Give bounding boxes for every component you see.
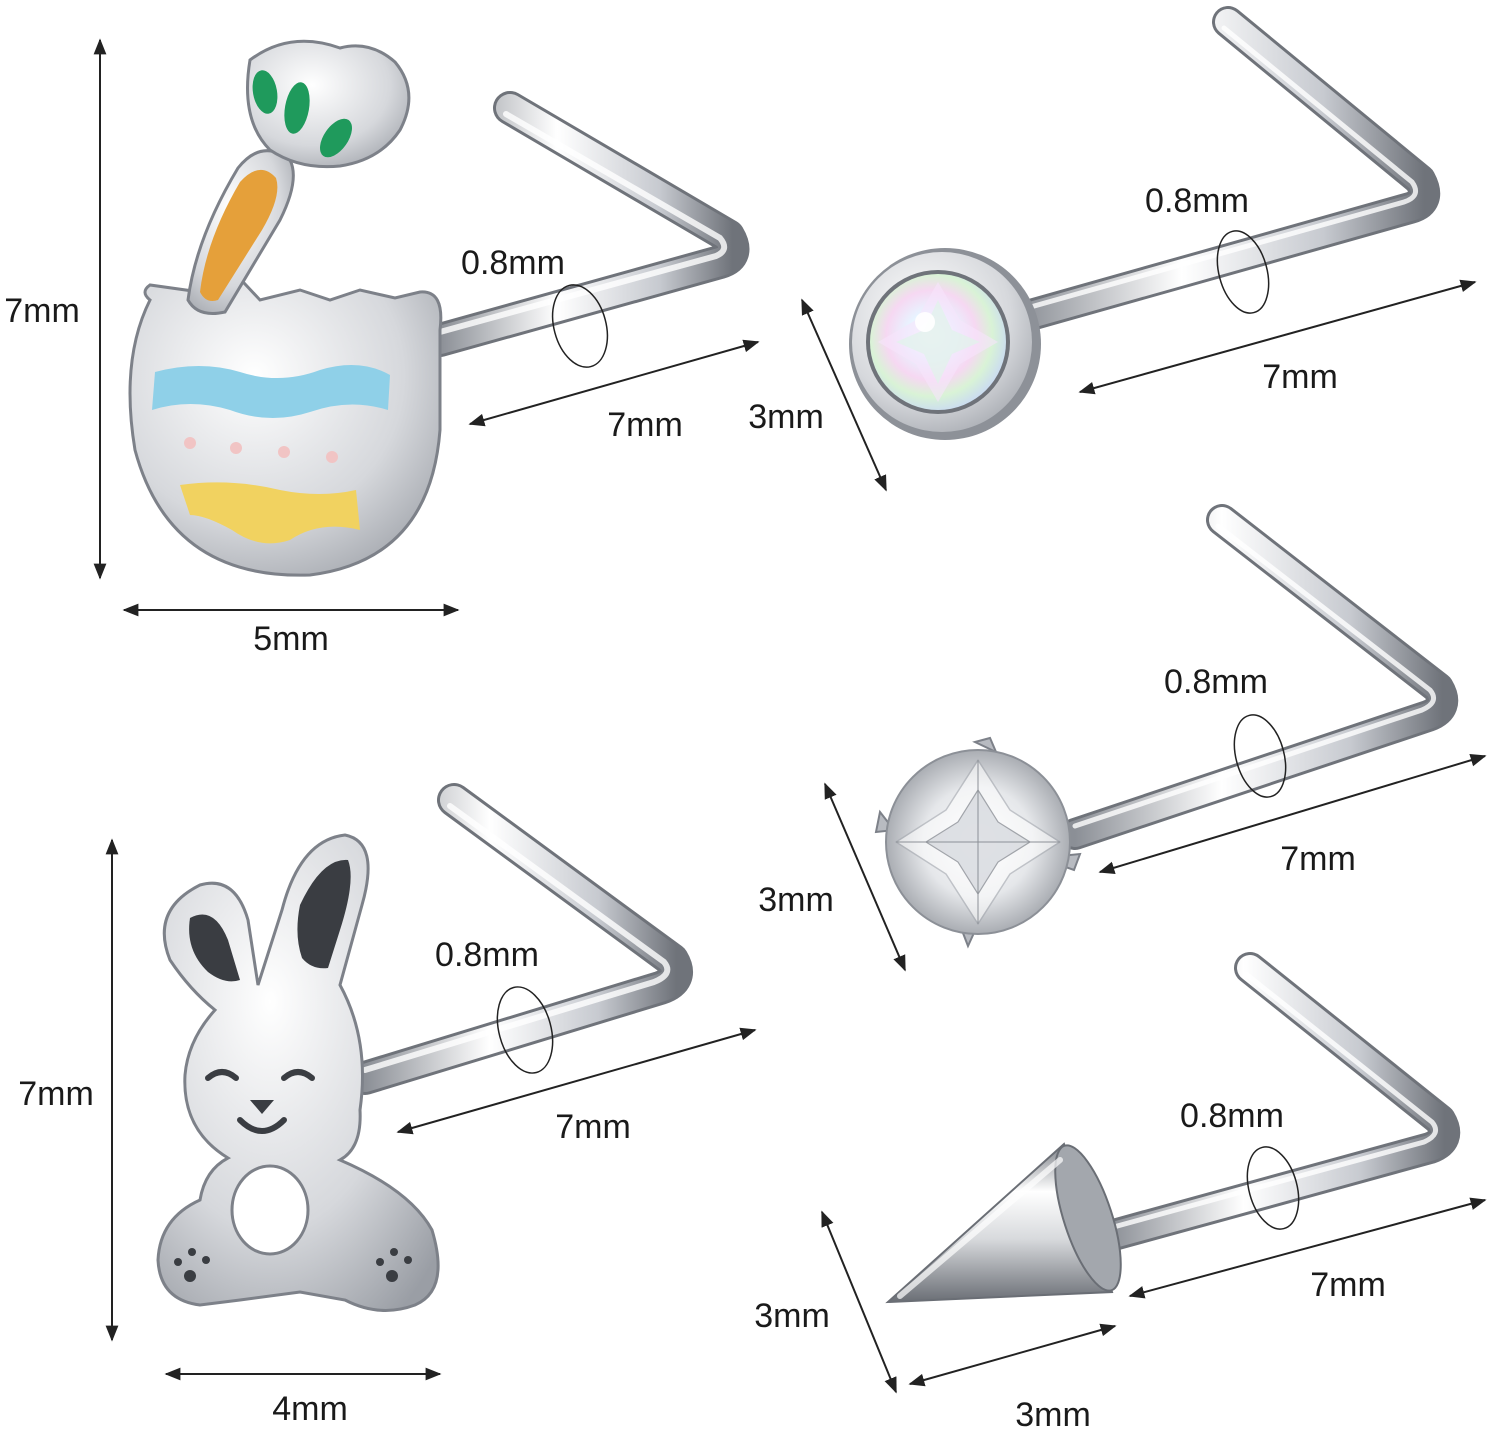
cz-diameter-dimension: 3mm: [758, 782, 906, 972]
spike-nose-stud: 0.8mm 7mm 3mm 3mm: [754, 952, 1487, 1434]
egg-nose-stud: 7mm 5mm 0.8mm 7mm: [4, 38, 760, 658]
bunny-height-dimension: 7mm: [18, 838, 119, 1342]
cz-diameter-label: 3mm: [758, 881, 834, 919]
spike-cone-icon: [885, 1142, 1122, 1304]
spike-base-dimension: 3mm: [908, 1323, 1117, 1434]
bunny-nose-stud: 7mm 4mm 0.8mm 7mm: [18, 783, 757, 1428]
egg-length-dimension: 7mm: [468, 339, 760, 444]
spike-length-dimension: 7mm: [1128, 1197, 1487, 1304]
spike-diameter-dimension: 3mm: [754, 1210, 897, 1394]
cz-gauge-label: 0.8mm: [1164, 663, 1268, 701]
egg-length-label: 7mm: [607, 406, 683, 444]
bunny-width-dimension: 4mm: [164, 1367, 442, 1428]
egg-gauge-dimension: 0.8mm: [461, 244, 609, 368]
spike-gauge-dimension: 0.8mm: [1180, 1097, 1300, 1230]
bunny-icon: [156, 833, 440, 1312]
cz-length-dimension: 7mm: [1098, 754, 1487, 878]
egg-width-label: 5mm: [253, 620, 329, 658]
opal-length-label: 7mm: [1262, 358, 1338, 396]
egg-height-label: 7mm: [4, 292, 80, 330]
bunny-l-post: [348, 783, 693, 1095]
spike-base-label: 3mm: [1015, 1396, 1091, 1431]
egg-gauge-label: 0.8mm: [461, 244, 565, 282]
bunny-length-dimension: 7mm: [396, 1027, 757, 1146]
bunny-height-label: 7mm: [18, 1075, 94, 1113]
cz-l-post: [1059, 504, 1459, 850]
spike-l-post: [1094, 952, 1461, 1252]
opal-nose-stud: 0.8mm 7mm 3mm: [748, 6, 1477, 492]
spike-length-label: 7mm: [1310, 1266, 1386, 1304]
bunny-gauge-dimension: 0.8mm: [435, 936, 554, 1074]
easter-egg-carrot-icon: [128, 39, 443, 577]
bunny-gauge-label: 0.8mm: [435, 936, 539, 974]
egg-width-dimension: 5mm: [122, 603, 460, 658]
opal-gem-icon: [849, 248, 1041, 440]
spike-gauge-label: 0.8mm: [1180, 1097, 1284, 1135]
egg-l-post: [423, 91, 750, 357]
cz-nose-stud: 0.8mm 7mm 3mm: [758, 504, 1487, 972]
clear-cz-gem-icon: [874, 736, 1082, 949]
opal-diameter-label: 3mm: [748, 398, 824, 436]
opal-l-post: [1004, 6, 1441, 334]
egg-height-dimension: 7mm: [4, 38, 107, 580]
cz-gauge-dimension: 0.8mm: [1164, 663, 1287, 798]
bunny-width-label: 4mm: [272, 1390, 348, 1428]
opal-diameter-dimension: 3mm: [748, 298, 887, 492]
bunny-length-label: 7mm: [555, 1108, 631, 1146]
cz-length-label: 7mm: [1280, 840, 1356, 878]
opal-gauge-label: 0.8mm: [1145, 182, 1249, 220]
spike-diameter-label: 3mm: [754, 1297, 830, 1335]
opal-length-dimension: 7mm: [1078, 279, 1477, 396]
